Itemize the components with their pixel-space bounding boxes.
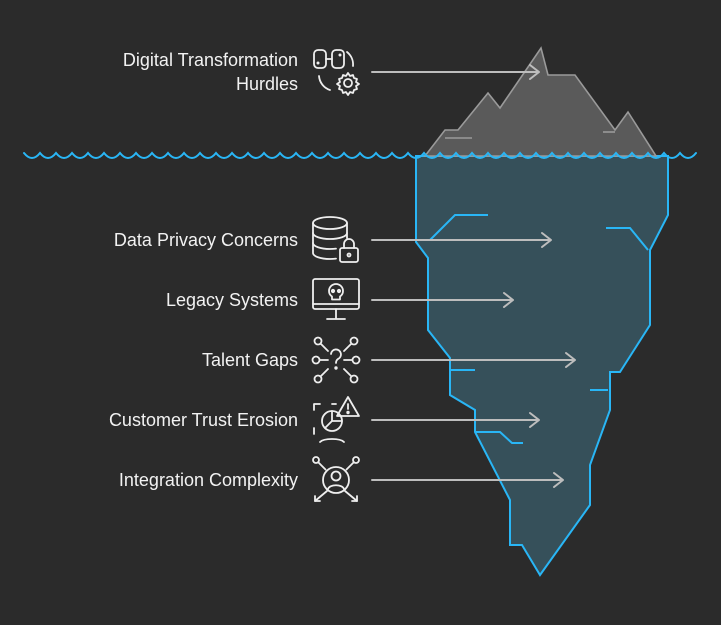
arrow-integration-complexity <box>371 472 564 488</box>
label-legacy-systems: Legacy Systems <box>165 290 298 310</box>
database-lock-icon <box>310 214 362 266</box>
arrow-data-privacy-concerns <box>371 232 552 248</box>
arrow-customer-trust-erosion <box>371 412 540 428</box>
iceberg-crack-lines <box>429 214 649 444</box>
user-arrows-icon <box>310 454 362 506</box>
iceberg-tip-crack-lines <box>445 131 615 139</box>
label-data-privacy-concerns: Data Privacy Concerns <box>113 230 298 250</box>
water-line <box>23 151 697 159</box>
iceberg-tip <box>423 46 658 157</box>
label-digital-transformation-hurdles: Digital Transformation Hurdles <box>123 48 298 96</box>
monitor-skull-icon <box>310 274 362 326</box>
label-line-2: Hurdles <box>235 74 298 94</box>
arrow-digital-transformation-hurdles <box>371 64 540 80</box>
iceberg-underwater <box>415 155 669 577</box>
label-integration-complexity: Integration Complexity <box>118 470 298 490</box>
label-talent-gaps: Talent Gaps <box>201 350 298 370</box>
label-customer-trust-erosion: Customer Trust Erosion <box>108 410 298 430</box>
gear-connection-icon <box>310 46 362 98</box>
arrow-talent-gaps <box>371 352 576 368</box>
arrow-legacy-systems <box>371 292 514 308</box>
network-question-icon <box>310 334 362 386</box>
chart-warning-icon <box>310 394 362 446</box>
arrows <box>371 64 576 488</box>
label-line-1: Digital Transformation <box>122 50 298 70</box>
